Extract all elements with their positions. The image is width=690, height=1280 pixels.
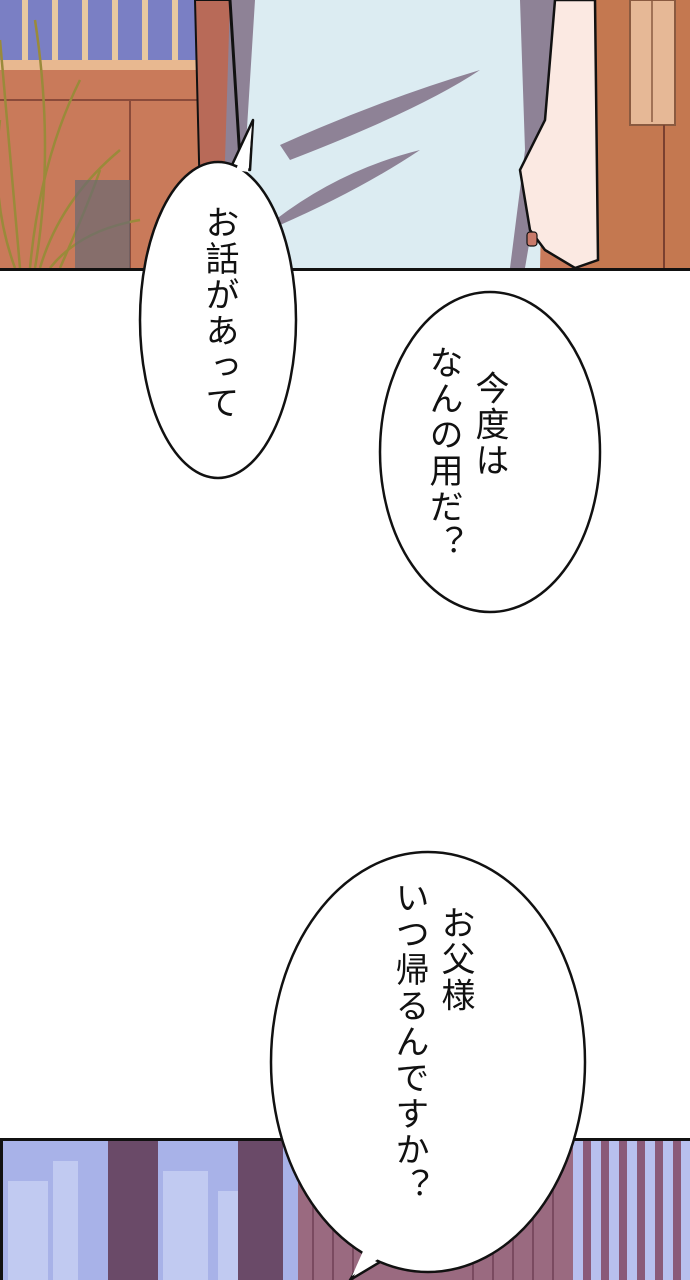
speech-balloon-1-text: お話があって: [199, 205, 239, 421]
city-skyline-illustration: [3, 1141, 690, 1280]
speech-balloon-2-text: 今度はなんの用だ？: [420, 345, 558, 575]
speech-balloon-3-text: お父様いつ帰るんですか？: [386, 880, 524, 1230]
balloon-2-line-1: 今度は: [469, 370, 509, 479]
office-scene-illustration: [0, 0, 690, 268]
top-panel: [0, 0, 690, 271]
balloon-3-line-1: お父様: [435, 905, 475, 1014]
bottom-panel: [0, 1138, 690, 1280]
balloon-2-line-2: なんの用だ？: [423, 345, 463, 561]
balloon-3-line-2: いつ帰るんですか？: [389, 880, 429, 1204]
